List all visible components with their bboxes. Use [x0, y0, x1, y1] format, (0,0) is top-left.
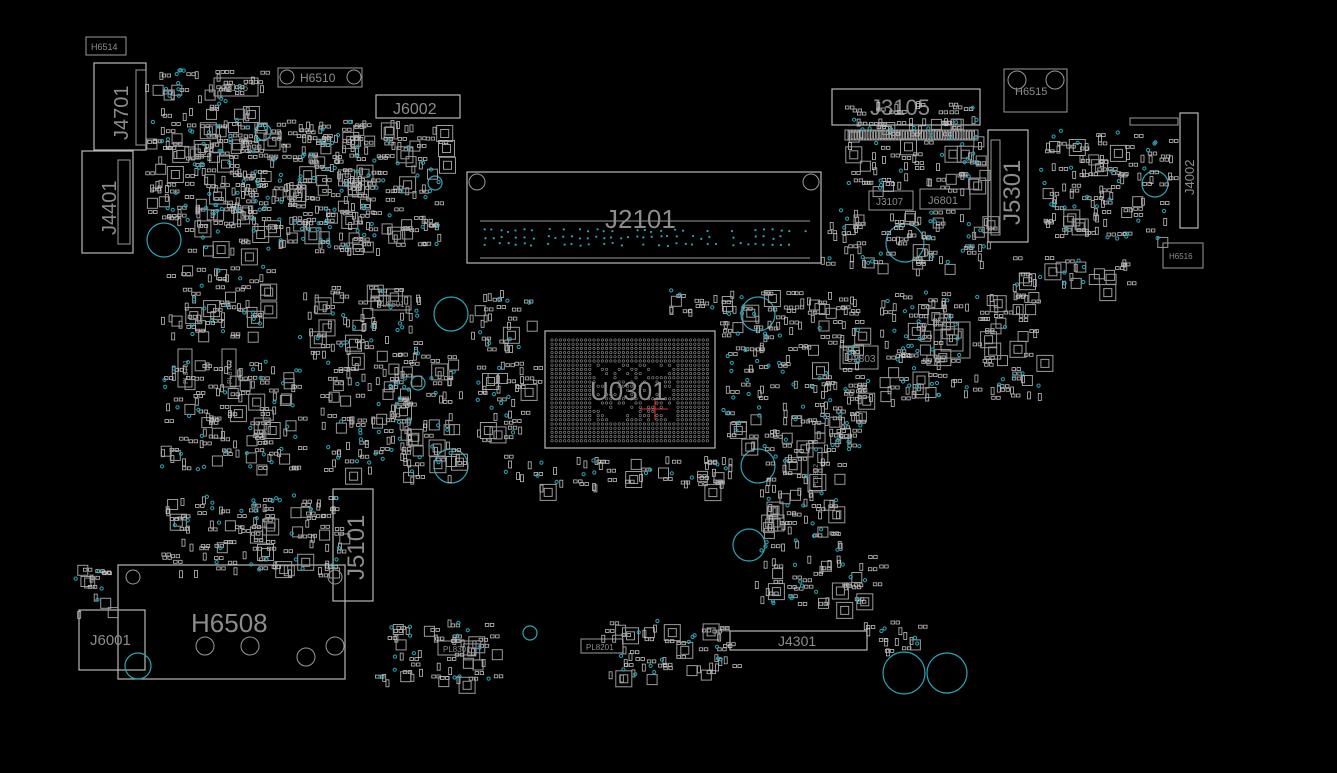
- u2803-label: U2803: [846, 354, 876, 365]
- j4301-label: J4301: [778, 633, 816, 649]
- pl8301-label: PL8301: [443, 645, 471, 654]
- pl8201-label: PL8201: [586, 643, 614, 652]
- j4301-connector[interactable]: J4301: [729, 630, 868, 651]
- j6002-connector[interactable]: J6002: [375, 94, 461, 119]
- j4002-label: J4002: [1182, 160, 1197, 195]
- h6516-hole[interactable]: H6516: [1162, 242, 1204, 269]
- j3107-connector[interactable]: J3107: [868, 190, 914, 211]
- h6514-hole[interactable]: H6514: [85, 36, 127, 56]
- j3106-label: J3106: [221, 83, 249, 94]
- passive-components: [77, 70, 1179, 694]
- j6001-label: J6001: [90, 632, 131, 649]
- right-bga-chip[interactable]: [933, 321, 971, 359]
- j3105-pin-row: [847, 130, 975, 140]
- j6002-label: J6002: [393, 101, 437, 118]
- j3105-label: J3105: [870, 95, 930, 120]
- u0301-ball-grid: [550, 338, 709, 443]
- j2101-pad-dots: [483, 227, 807, 248]
- j5301-connector[interactable]: J5301: [987, 129, 1029, 243]
- h6508-hole[interactable]: H6508: [117, 564, 346, 680]
- j5101-label: J5101: [343, 515, 370, 580]
- j3107-label: J3107: [876, 197, 904, 208]
- j4002-connector[interactable]: J4002: [1129, 112, 1199, 229]
- j5301-label: J5301: [999, 160, 1026, 225]
- pl8302-label: PL8302: [813, 464, 820, 488]
- j6001-connector[interactable]: J6001: [78, 609, 152, 680]
- j3106-connector[interactable]: J3106: [213, 77, 259, 97]
- h6508-label: H6508: [191, 608, 268, 638]
- via-field: [73, 68, 1167, 681]
- j4401-label: J4401: [99, 181, 121, 236]
- pl8702-label: PL8702: [227, 360, 234, 384]
- j4701-label: J4701: [111, 86, 133, 141]
- h6514-label: H6514: [91, 42, 118, 52]
- u0301-cpu[interactable]: U0301: [544, 330, 716, 449]
- u2803-chip[interactable]: U2803: [839, 345, 879, 370]
- j4401-connector[interactable]: J4401: [81, 150, 134, 254]
- h6510-hole[interactable]: H6510: [277, 67, 363, 88]
- u0301-label: U0301: [590, 376, 667, 406]
- j2101-label: J2101: [605, 204, 676, 234]
- h6515-hole[interactable]: H6515: [1003, 68, 1068, 113]
- h6510-label: H6510: [300, 71, 336, 85]
- j6801-connector[interactable]: J6801: [919, 188, 971, 210]
- j2101-connector[interactable]: J2101: [466, 171, 822, 264]
- h6515-label: H6515: [1015, 86, 1047, 98]
- j5101-connector[interactable]: J5101: [332, 488, 374, 602]
- j6801-label: J6801: [928, 195, 958, 207]
- h6516-label: H6516: [1169, 252, 1193, 261]
- j4701-connector[interactable]: J4701: [93, 62, 147, 151]
